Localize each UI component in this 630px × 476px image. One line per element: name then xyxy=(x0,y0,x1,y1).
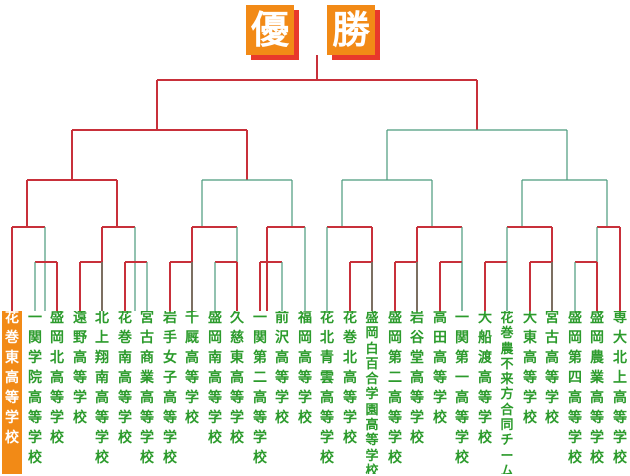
team-name: 高田高等学校 xyxy=(433,311,447,426)
team-name: 花巻農不来方合同チーム xyxy=(500,311,514,474)
team-name: 盛岡農業高等学校 xyxy=(590,311,604,466)
title-char-1: 優 xyxy=(250,8,289,52)
team-name: 盛岡南高等学校 xyxy=(208,311,222,446)
title-box-1: 優 xyxy=(246,5,294,55)
team-name: 千厩高等学校 xyxy=(185,311,199,426)
team-name: 宮古高等学校 xyxy=(545,311,559,426)
team-name: 盛岡第二高等学校 xyxy=(388,311,402,466)
title-char-2: 勝 xyxy=(331,8,370,52)
team-name: 遠野高等学校 xyxy=(73,311,87,426)
team-name: 一関第一高等学校 xyxy=(455,311,469,466)
team-name: 岩谷堂高等学校 xyxy=(410,311,424,446)
team-name: 福岡高等学校 xyxy=(298,311,312,426)
team-name: 大東高等学校 xyxy=(523,311,537,426)
team-name: 前沢高等学校 xyxy=(275,311,289,426)
team-name: 専大北上高等学校 xyxy=(613,311,627,466)
team-name: 大船渡高等学校 xyxy=(478,311,492,446)
title-box-2: 勝 xyxy=(327,5,375,55)
team-name: 盛岡北高等学校 xyxy=(50,311,64,446)
team-name: 盛岡白百合学園高等学校 xyxy=(365,311,379,474)
team-name: 一関学院高等学校 xyxy=(28,311,42,466)
team-name: 宮古商業高等学校 xyxy=(140,311,154,466)
team-name: 久慈東高等学校 xyxy=(230,311,244,446)
team-name: 岩手女子高等学校 xyxy=(163,311,177,466)
team-name: 盛岡第四高等学校 xyxy=(568,311,582,466)
team-name: 一関第二高等学校 xyxy=(253,311,267,466)
team-name: 花巻北高等学校 xyxy=(343,311,357,446)
team-name: 花巻東高等学校 xyxy=(2,311,22,474)
team-name: 北上翔南高等学校 xyxy=(95,311,109,466)
team-name: 花巻南高等学校 xyxy=(118,311,132,446)
team-name: 花北青雲高等学校 xyxy=(320,311,334,466)
